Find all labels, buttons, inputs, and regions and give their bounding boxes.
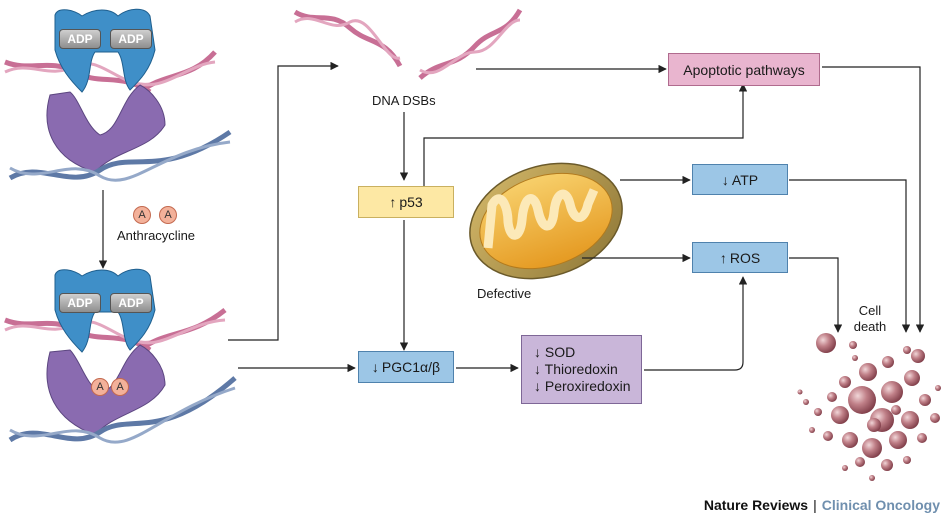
antioxidants-box: ↓ SOD ↓ Thioredoxin ↓ Peroxiredoxin (521, 335, 642, 404)
credit-separator: | (813, 497, 817, 513)
dna-strand (139, 60, 216, 87)
cell-death-label: Cell death (853, 303, 887, 334)
adp-label-bottom-left: ADP (59, 293, 101, 313)
dna-double-strand-break (293, 8, 523, 80)
increase-arrow: ↑ (389, 194, 397, 210)
decrease-arrow: ↓ (371, 359, 379, 375)
adp-label-top-right: ADP (110, 29, 152, 49)
cell-death-cluster (797, 333, 941, 481)
atp-box: ↓ ATP (692, 164, 788, 195)
sod-line: ↓ SOD (534, 344, 576, 360)
anthracycline-bound: A (91, 378, 109, 396)
atp-label: ATP (731, 171, 759, 188)
anthracycline-label: Anthracycline (117, 228, 196, 243)
dna-strand (8, 376, 237, 443)
topo-blue-domain (54, 268, 156, 353)
arrows (98, 61, 925, 373)
apoptotic-pathways-box: Apoptotic pathways (668, 53, 820, 86)
peroxiredoxin-line: ↓ Peroxiredoxin (534, 378, 631, 394)
p53-box: ↑ p53 (358, 186, 454, 218)
thioredoxin-line: ↓ Thioredoxin (534, 361, 618, 377)
decrease-arrow: ↓ (721, 171, 729, 188)
dna-dsbs-label: DNA DSBs (372, 93, 436, 108)
mitochondrion-label: Defective (477, 286, 532, 301)
anthracycline-molecule: A (159, 206, 177, 224)
journal-name: Nature Reviews (703, 497, 809, 513)
anthracycline-molecule: A (133, 206, 151, 224)
pgc1-label: PGC1α/β (381, 359, 441, 375)
ros-box: ↑ ROS (692, 242, 788, 273)
ros-label: ROS (729, 249, 761, 266)
dna-strand (9, 386, 236, 444)
pgc1-box: ↓ PGC1α/β (358, 351, 454, 383)
increase-arrow: ↑ (719, 249, 727, 266)
adp-label-bottom-right: ADP (110, 293, 152, 313)
topo-purple-domain (46, 84, 166, 173)
topoisomerase-complex-bottom (4, 268, 237, 444)
journal-credit: Nature Reviews|Clinical Oncology (704, 497, 940, 513)
p53-label: p53 (399, 194, 423, 210)
anthracycline-bound: A (111, 378, 129, 396)
mitochondrion (469, 162, 623, 280)
journal-section: Clinical Oncology (821, 497, 940, 513)
dna-strand (9, 140, 231, 182)
adp-label-top-left: ADP (59, 29, 101, 49)
dna-strand (139, 318, 226, 345)
